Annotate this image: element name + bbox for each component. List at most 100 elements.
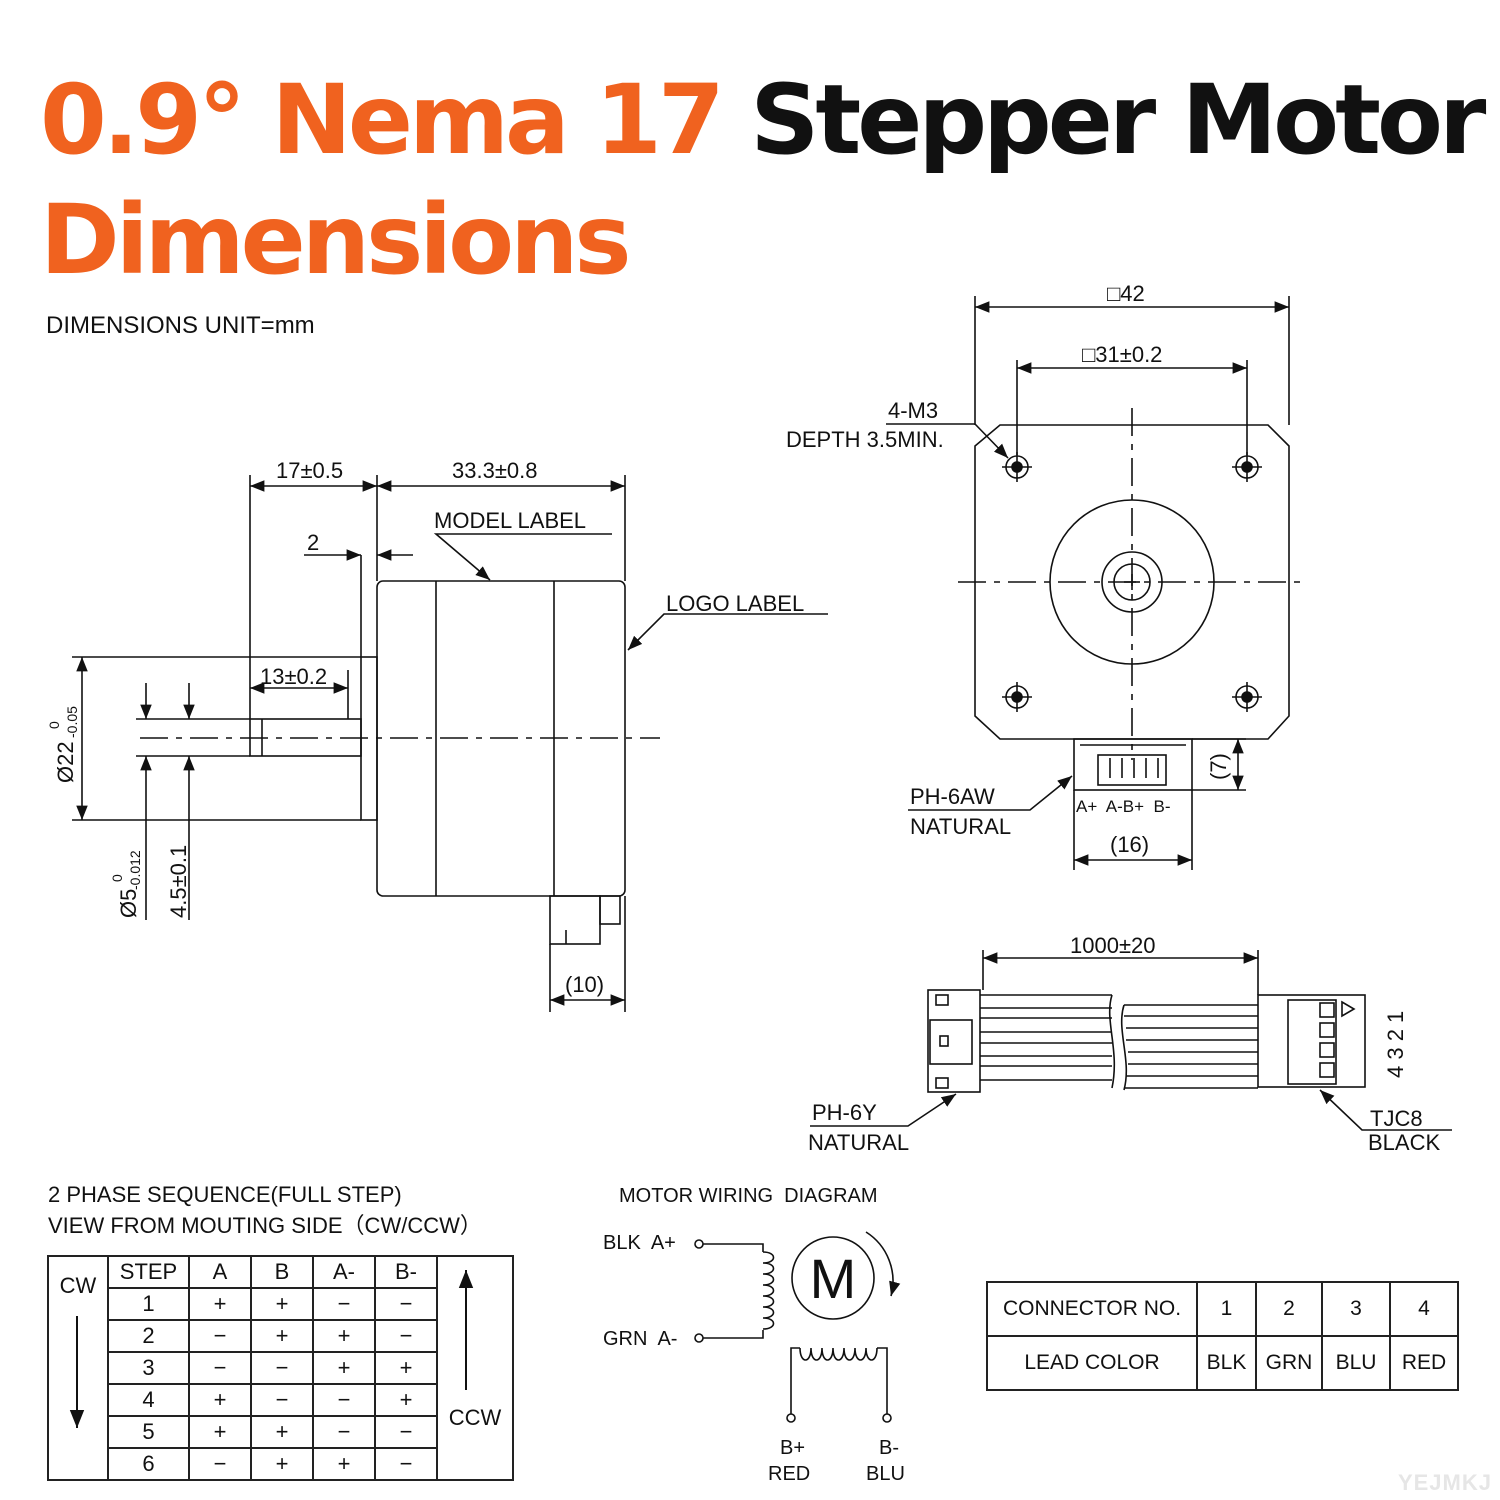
phase-cell: − (188, 1447, 252, 1481)
phase-cell: + (312, 1447, 376, 1481)
step-cell: 3 (107, 1351, 190, 1385)
hole-depth: DEPTH 3.5MIN. (786, 427, 944, 452)
sequence-caption-2: VIEW FROM MOUTING SIDE（CW/CCW） (48, 1213, 482, 1238)
dim-33: 33.3±0.8 (452, 458, 537, 483)
dim-42: □42 (1107, 281, 1145, 306)
phase-cell: − (188, 1351, 252, 1385)
title-stepper-motor: Stepper Motor (750, 64, 1486, 176)
motor-letter: M (810, 1247, 857, 1310)
title-line-1: 0.9° Nema 17 Stepper Motor (40, 72, 1486, 168)
coil-b (799, 1347, 878, 1361)
dim-4-5: 4.5±0.1 (166, 845, 191, 918)
mounting-holes (1002, 452, 1262, 712)
step-cell: 6 (107, 1447, 190, 1481)
wire-b-minus: B- (879, 1437, 899, 1459)
dim-5-upper: 0 (109, 874, 125, 882)
front-connector-label: PH-6AW (910, 784, 995, 809)
lead-color: RED (1389, 1335, 1459, 1391)
right-connector-label: TJC8 (1370, 1106, 1423, 1131)
dim-7: (7) (1206, 753, 1231, 780)
rotation-arrow (865, 1231, 901, 1297)
table-row: 5 + + − − (48, 1415, 513, 1449)
side-view (72, 475, 828, 1012)
pin-labels: A+ A-B+ B- (1076, 797, 1171, 816)
phase-cell: + (250, 1447, 314, 1481)
connector-table: CONNECTOR NO. 1 2 3 4 LEAD COLOR BLK GRN… (986, 1281, 1459, 1391)
phase-cell: − (312, 1383, 376, 1417)
front-view (886, 296, 1308, 870)
dim-22-upper: 0 (46, 721, 62, 729)
pin-numbers: 4 3 2 1 (1383, 1011, 1408, 1078)
hole-label: 4-M3 (888, 398, 938, 423)
left-connector (927, 989, 981, 1093)
left-connector-label: PH-6Y (812, 1100, 877, 1125)
terminal-b-plus (786, 1413, 796, 1423)
phase-sequence-table: CW STEP A B A- B- CCW 1 + + − − 2 − + + … (47, 1255, 514, 1481)
dim-5-lower: -0.012 (127, 850, 143, 890)
phase-cell: + (374, 1351, 438, 1385)
lead-color-label: LEAD COLOR (986, 1335, 1198, 1391)
cw-label: CW (59, 1273, 97, 1298)
phase-cell: + (312, 1319, 376, 1353)
phase-cell: + (250, 1287, 314, 1321)
dim-13: 13±0.2 (260, 664, 327, 689)
phase-cell: − (250, 1383, 314, 1417)
connector-number: 1 (1196, 1281, 1257, 1337)
phase-cell: + (188, 1383, 252, 1417)
phase-cell: + (188, 1287, 252, 1321)
phase-cell: − (312, 1415, 376, 1449)
dim-17: 17±0.5 (276, 458, 343, 483)
table-row: 4 + − − + (48, 1383, 513, 1417)
left-connector-color: NATURAL (808, 1130, 909, 1155)
wire-b-plus: B+ (780, 1437, 805, 1459)
lead-color: BLU (1321, 1335, 1391, 1391)
front-connector-color: NATURAL (910, 814, 1011, 839)
right-connector (1257, 994, 1366, 1088)
terminal-a-minus (694, 1333, 704, 1343)
dim-5-base: Ø5 (116, 889, 141, 918)
connector-no-label: CONNECTOR NO. (986, 1281, 1198, 1337)
header-cell: B (250, 1255, 314, 1289)
right-connector-color: BLACK (1368, 1130, 1440, 1155)
cable-assembly (810, 950, 1452, 1131)
header-cell: STEP (107, 1255, 190, 1289)
phase-cell: + (250, 1319, 314, 1353)
step-cell: 5 (107, 1415, 190, 1449)
wire-a-minus: GRN A- (603, 1328, 677, 1350)
step-cell: 4 (107, 1383, 190, 1417)
cable-labels: 1000±20 PH-6Y NATURAL TJC8 BLACK 4 3 2 1 (808, 933, 1440, 1155)
table-row: 6 − + + − (48, 1447, 513, 1481)
sequence-caption-1: 2 PHASE SEQUENCE(FULL STEP) (48, 1182, 402, 1207)
wire-b-plus-color: RED (768, 1463, 810, 1485)
coil-a (762, 1251, 775, 1330)
wiring-diagram (694, 1231, 901, 1423)
phase-cell: + (250, 1415, 314, 1449)
phase-cell: + (312, 1351, 376, 1385)
dim-16: (16) (1110, 832, 1149, 857)
front-view-labels: □42 □31±0.2 4-M3 DEPTH 3.5MIN. (7) PH-6A… (786, 281, 1231, 857)
title-dimensions: Dimensions (40, 184, 632, 296)
table-row: 1 + + − − (48, 1287, 513, 1321)
model-label: MODEL LABEL (434, 508, 586, 533)
cw-cell: CW (47, 1255, 109, 1481)
dim-22-lower: -0.05 (64, 706, 80, 738)
dim-31: □31±0.2 (1082, 342, 1162, 367)
lead-color: GRN (1255, 1335, 1323, 1391)
phase-cell: − (312, 1287, 376, 1321)
ccw-label: CCW (448, 1405, 502, 1430)
dim-10: (10) (565, 972, 604, 997)
wire-b-minus-color: BLU (866, 1463, 905, 1485)
motor-face (974, 424, 1290, 740)
dim-2: 2 (307, 530, 319, 555)
table-row: 3 − − + + (48, 1351, 513, 1385)
phase-cell: − (374, 1415, 438, 1449)
lead-color: BLK (1196, 1335, 1257, 1391)
connector-number: 3 (1321, 1281, 1391, 1337)
dim-22-base: Ø22 (53, 741, 78, 783)
connector-number: 2 (1255, 1281, 1323, 1337)
unit-note: DIMENSIONS UNIT=mm (46, 312, 315, 339)
wiring-title: MOTOR WIRING DIAGRAM (619, 1185, 878, 1207)
front-connector (1073, 738, 1193, 791)
phase-cell: − (188, 1319, 252, 1353)
